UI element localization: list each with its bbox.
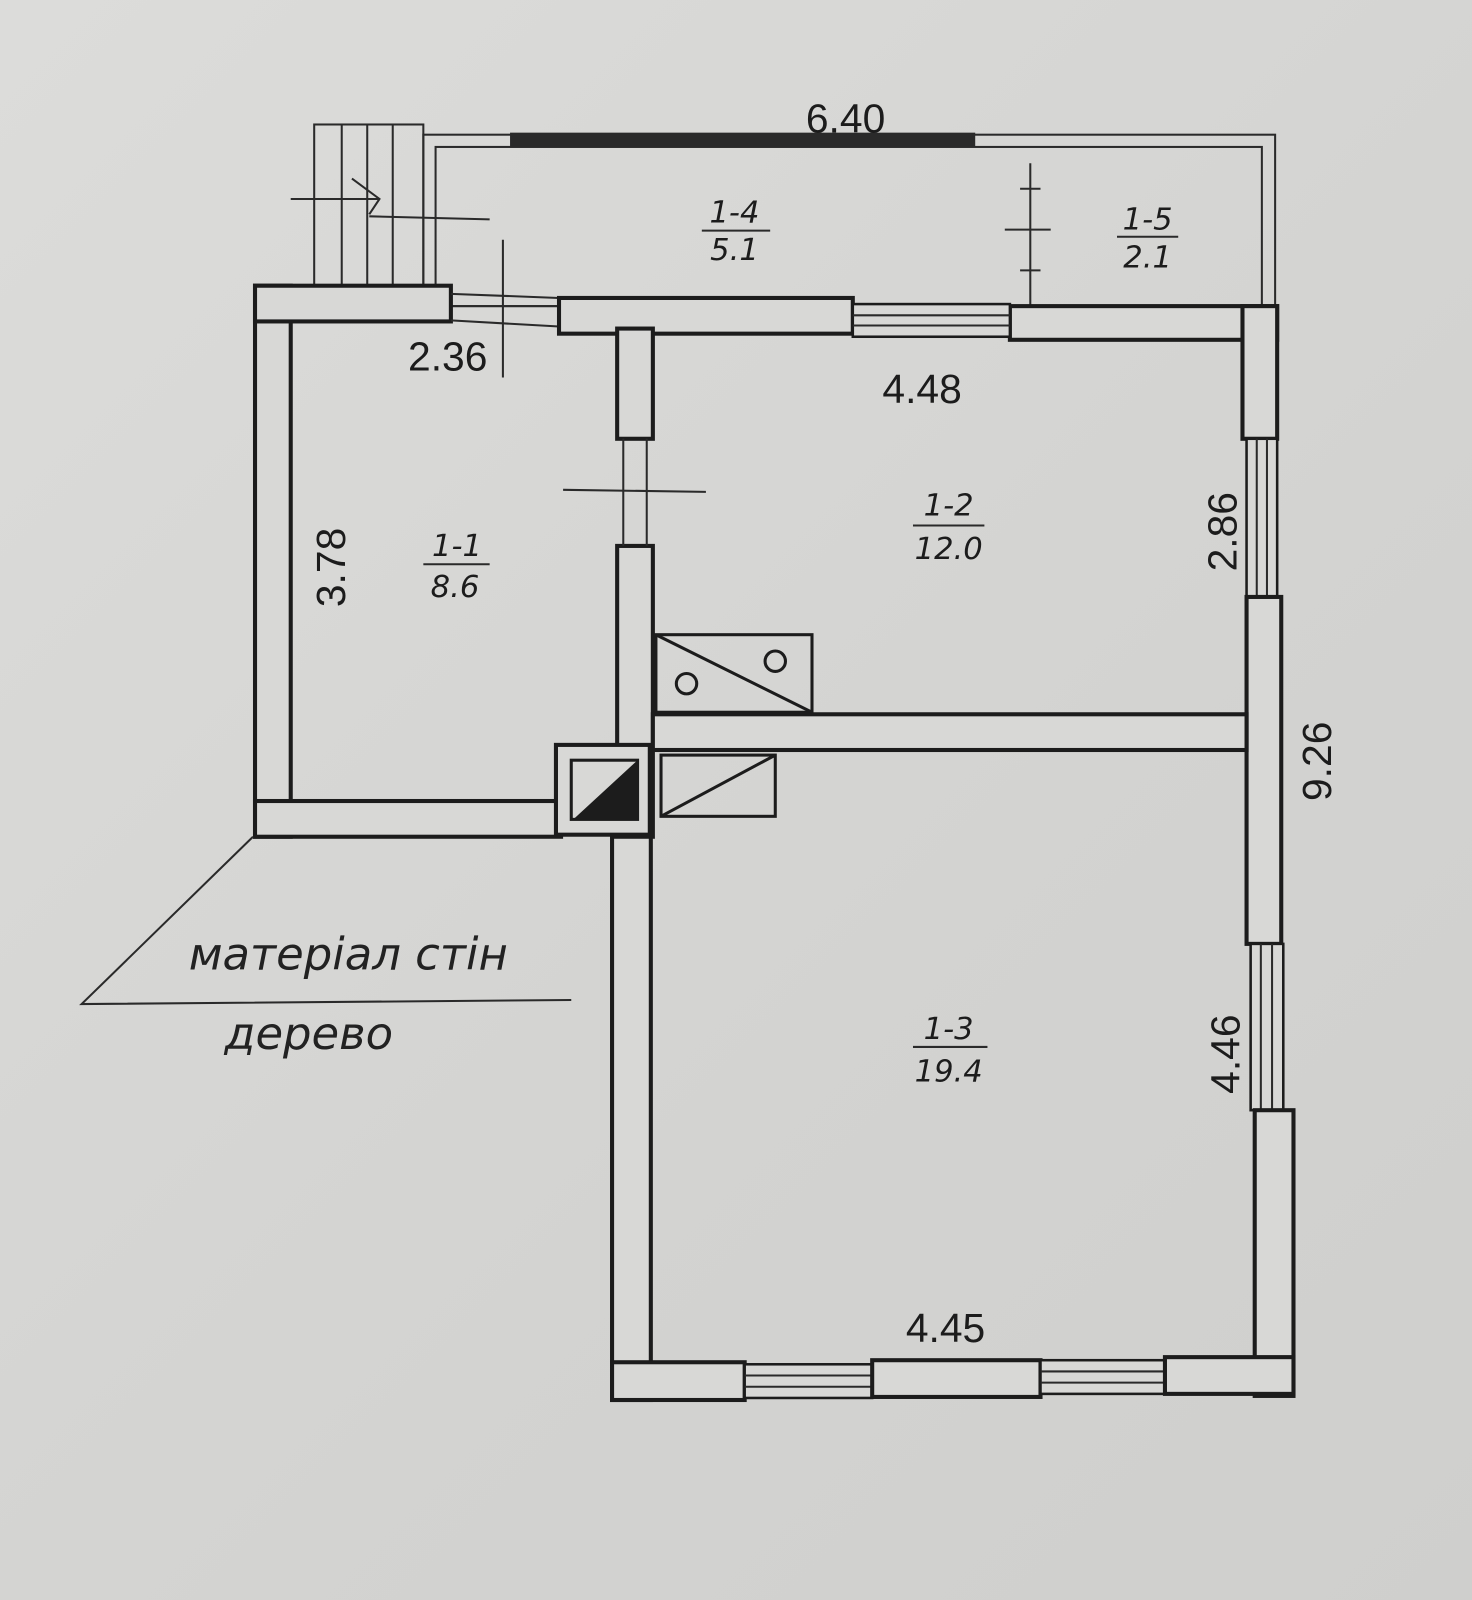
dim-room-1-2-width: 4.48 — [882, 366, 961, 412]
svg-text:8.6: 8.6 — [431, 570, 480, 605]
svg-text:1-5: 1-5 — [1123, 203, 1173, 238]
svg-text:1-1: 1-1 — [432, 529, 482, 564]
dim-total-height: 9.26 — [1294, 722, 1340, 801]
veranda-glazing — [510, 132, 976, 147]
room-label-1-4: 1-4 5.1 — [701, 195, 771, 268]
dim-veranda-width: 6.40 — [806, 96, 885, 142]
window — [1039, 1358, 1167, 1396]
legend-label: матеріал стін — [189, 927, 508, 980]
svg-text:12.0: 12.0 — [915, 532, 983, 567]
dim-room-1-3-width: 4.45 — [906, 1305, 985, 1351]
dim-room-1-3-height: 4.46 — [1202, 1014, 1248, 1093]
svg-text:2.1: 2.1 — [1123, 240, 1172, 275]
svg-text:5.1: 5.1 — [710, 233, 759, 268]
room-label-1-3: 1-3 19.4 — [912, 1012, 988, 1090]
window — [743, 1363, 874, 1400]
room-label-1-1: 1-1 8.6 — [423, 529, 490, 605]
svg-text:1-2: 1-2 — [924, 488, 974, 523]
window — [1245, 437, 1279, 599]
dim-room-1-1-width: 2.36 — [408, 333, 487, 379]
window — [1249, 942, 1285, 1112]
svg-text:19.4: 19.4 — [915, 1055, 983, 1090]
dim-room-1-2-height: 2.86 — [1199, 492, 1245, 571]
svg-text:1-4: 1-4 — [709, 195, 759, 230]
wall-material-legend: матеріал стін дерево — [79, 836, 572, 1060]
window — [851, 302, 1012, 339]
dim-room-1-1-height: 3.78 — [308, 528, 354, 607]
stove — [553, 633, 814, 837]
walls — [252, 283, 1296, 1403]
room-label-1-5: 1-5 2.1 — [1117, 203, 1179, 275]
stairs — [290, 123, 504, 378]
room-label-1-2: 1-2 12.0 — [912, 488, 985, 567]
legend-value: дерево — [223, 1007, 393, 1060]
svg-text:1-3: 1-3 — [924, 1012, 974, 1047]
